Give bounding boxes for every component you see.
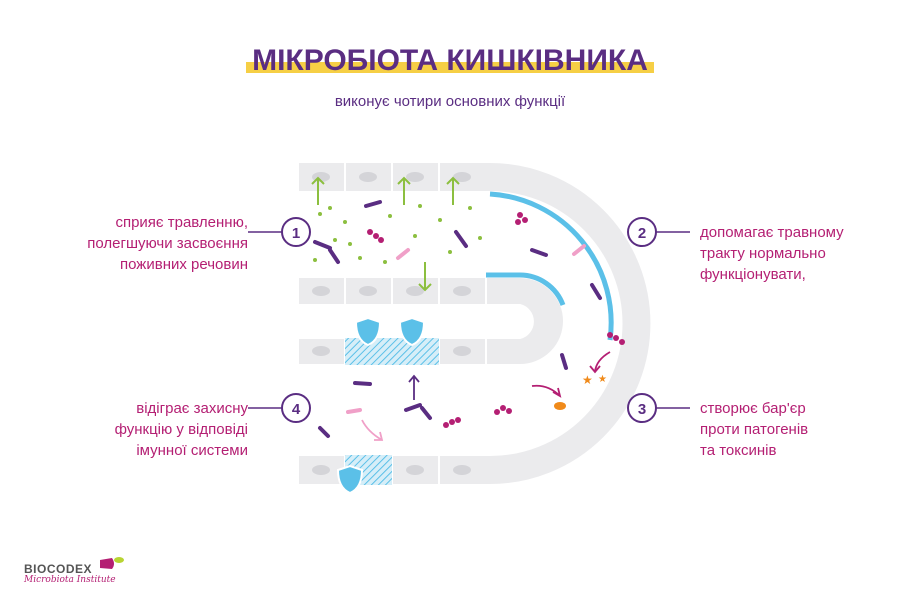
function-3-badge xyxy=(627,393,657,423)
function-number: 1 xyxy=(292,225,300,242)
function-number: 4 xyxy=(292,401,301,418)
function-1-label: сприяє травленню, полегшуючи засвоєння п… xyxy=(87,212,248,275)
outer-intestinal-wall xyxy=(297,161,653,486)
svg-text:★: ★ xyxy=(582,373,593,387)
label-line: полегшуючи засвоєння xyxy=(87,235,248,252)
label-line: функцію у відповіді xyxy=(114,421,248,438)
subtitle: виконує чотири основних функції xyxy=(334,93,566,110)
logo-brand: BIOCODEX xyxy=(24,562,93,576)
function-1-badge xyxy=(281,217,311,247)
label-line: відіграє захисну xyxy=(136,400,248,417)
label-line: поживних речовин xyxy=(120,256,248,273)
page-title: МІКРОБІОТА КИШКІВНИКА xyxy=(0,44,900,78)
function-4-label: відіграє захисну функцію у відповіді іму… xyxy=(115,398,248,461)
logo-subtitle: Microbiota Institute xyxy=(24,575,116,585)
immune-zone xyxy=(345,338,439,365)
bacteria-chains xyxy=(367,212,625,428)
toxins: ★★ xyxy=(554,373,607,410)
logo-mark-icon xyxy=(100,557,124,569)
label-line: тракту нормально xyxy=(700,245,826,262)
function-2-badge xyxy=(627,217,657,247)
shield-icon xyxy=(336,316,426,495)
cell-nuclei xyxy=(312,172,471,475)
nutrient-dots xyxy=(313,204,482,264)
label-line: сприяє травленню, xyxy=(115,214,248,231)
label-line: імунної системи xyxy=(136,442,248,459)
mucus-layer xyxy=(489,191,614,341)
pathogens xyxy=(346,244,586,414)
function-4-badge xyxy=(281,393,311,423)
function-number: 2 xyxy=(638,225,646,242)
barrier-arrows xyxy=(531,351,611,398)
nutrient-arrows xyxy=(311,176,460,292)
bacteria xyxy=(313,200,602,438)
biocodex-logo: BIOCODEX Microbiota Institute xyxy=(24,557,124,585)
function-3-label: створює бар'єр проти патогенів та токсин… xyxy=(700,398,808,461)
label-line: допомагає травному xyxy=(700,224,844,241)
svg-text:★: ★ xyxy=(598,374,607,385)
title-text: МІКРОБІОТА КИШКІВНИКА xyxy=(246,44,654,77)
label-line: проти патогенів xyxy=(700,421,809,438)
label-line: та токсинів xyxy=(700,442,777,459)
label-line: створює бар'єр xyxy=(700,400,806,417)
function-number: 3 xyxy=(638,401,646,418)
function-2-label: допомагає травному тракту нормально функ… xyxy=(700,222,844,285)
label-line: функціонувати, xyxy=(700,266,806,283)
